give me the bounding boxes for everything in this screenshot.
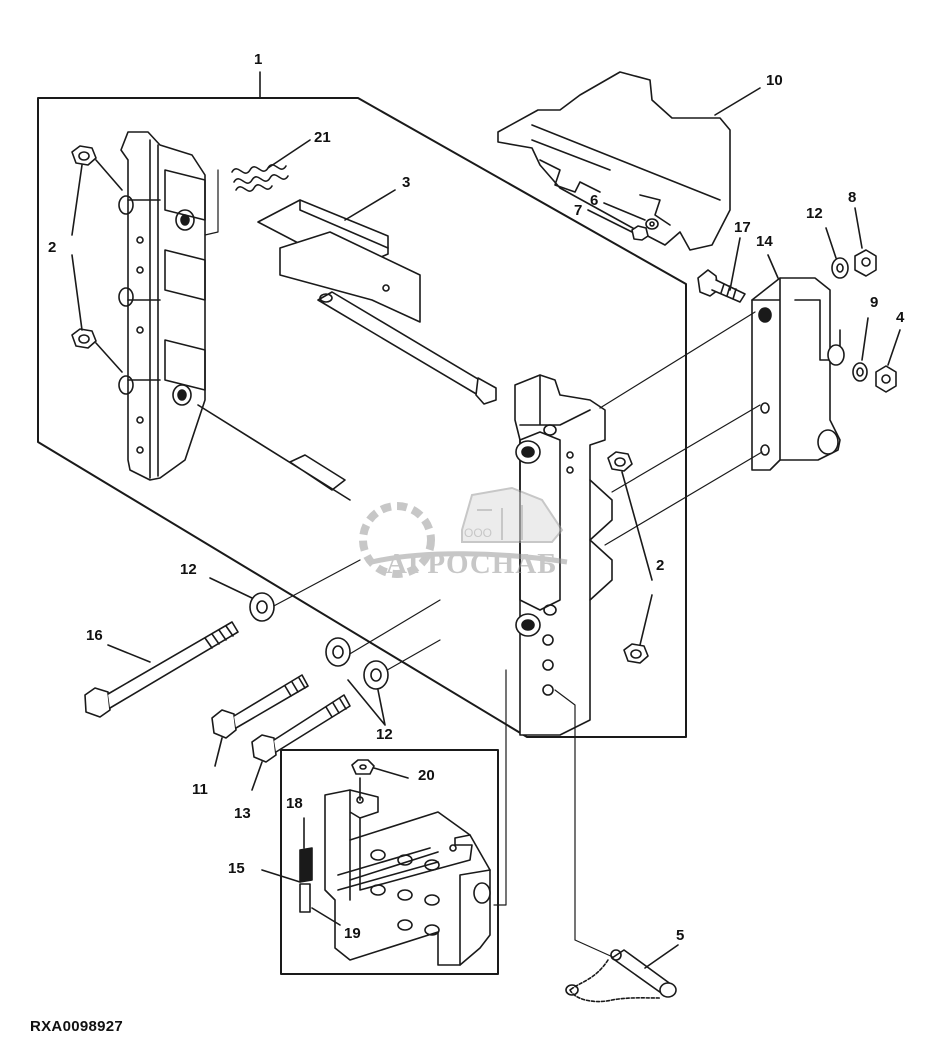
callout-12-right: 12 (806, 205, 823, 222)
spring-18 (299, 847, 313, 883)
bolt-11 (211, 674, 309, 739)
spacer-block (324, 789, 491, 966)
callout-21: 21 (314, 129, 331, 146)
watermark-prefix: ООО (464, 526, 493, 540)
leader-12-left (209, 577, 253, 599)
callout-16: 16 (86, 627, 103, 644)
nut-6 (645, 218, 659, 230)
callout-10: 10 (766, 72, 783, 89)
cover (497, 71, 731, 251)
callout-8: 8 (848, 189, 857, 206)
bolt-13 (251, 694, 351, 763)
callout-13: 13 (234, 805, 251, 822)
side-bracket (751, 277, 845, 471)
bolt-16 (84, 621, 239, 718)
nut-8 (854, 249, 877, 277)
callout-2-right: 2 (656, 557, 665, 574)
leader-14 (767, 254, 779, 279)
pin-19 (299, 883, 311, 913)
nut-4 (875, 365, 897, 393)
nut-left-upper (71, 145, 97, 166)
callout-2-left: 2 (48, 239, 57, 256)
leader-17 (729, 237, 741, 291)
callout-6: 6 (590, 192, 599, 209)
callout-12-bottom: 12 (376, 726, 393, 743)
nut-20 (351, 759, 375, 775)
leader-2-left (71, 159, 123, 373)
callout-7: 7 (574, 202, 583, 219)
callout-9: 9 (870, 294, 879, 311)
callout-4: 4 (896, 309, 905, 326)
center-bracket (514, 374, 613, 736)
pin-rod-lower (197, 404, 351, 501)
leader-11 (214, 737, 223, 767)
washer-12-bottom-b (363, 660, 389, 690)
pin-rod (317, 291, 497, 405)
callout-17: 17 (734, 219, 751, 236)
nut-left-lower (71, 328, 97, 349)
assembly-outline (37, 97, 687, 738)
spring (204, 164, 289, 236)
washer-12-bottom-a (325, 637, 351, 667)
callout-11: 11 (192, 781, 208, 798)
nut-right-upper (607, 451, 633, 472)
leader-16 (107, 644, 151, 663)
callout-19: 19 (344, 925, 361, 942)
callout-5: 5 (676, 927, 685, 944)
callout-18: 18 (286, 795, 303, 812)
leader-3 (344, 189, 396, 221)
leader-10 (714, 87, 761, 116)
figure-code: RXA0098927 (30, 1018, 124, 1035)
nut-7 (631, 225, 649, 241)
leader-13 (251, 761, 263, 791)
inset-box (280, 749, 499, 975)
leader-20 (359, 767, 409, 801)
washer-9 (852, 362, 868, 382)
washer-12-right (831, 257, 849, 279)
leader-2-right (621, 471, 653, 646)
leader-12-bottom (347, 679, 386, 726)
leader-19 (311, 907, 341, 926)
leader-21 (267, 139, 311, 169)
callout-15: 15 (228, 860, 245, 877)
nut-right-lower (623, 643, 649, 664)
lock-pin (565, 949, 677, 1003)
callout-3: 3 (402, 174, 411, 191)
callout-1: 1 (254, 51, 263, 68)
callout-14: 14 (756, 233, 773, 250)
leader-15 (261, 869, 301, 883)
callout-20: 20 (418, 767, 435, 784)
watermark-company-name: АГРОСНАБ (386, 548, 558, 580)
gear-harvester-logo (359, 486, 568, 578)
latch-plate (257, 199, 421, 323)
company-watermark: ООО АГРОСНАБ (352, 470, 582, 605)
callout-12-left: 12 (180, 561, 197, 578)
projection-lines (269, 311, 763, 959)
leader-5 (644, 944, 679, 969)
bolt-17 (697, 269, 746, 303)
washer-12-left (249, 592, 275, 622)
left-hook-bar (118, 131, 206, 481)
